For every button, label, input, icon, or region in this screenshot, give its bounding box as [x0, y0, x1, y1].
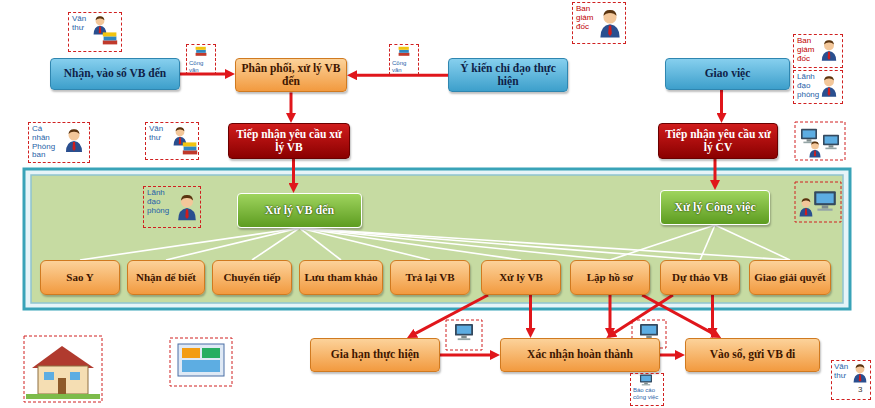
- node-text: Xử lý Công việc: [674, 201, 756, 215]
- role-label: Văn thư: [68, 12, 122, 52]
- flow-arrow: [529, 295, 532, 332]
- role-label: Cá nhân Phòng ban: [28, 122, 90, 163]
- role-label: Báo cáo công việc: [630, 373, 664, 406]
- node-text: Dự thảo VB: [672, 271, 728, 284]
- flow-arrow: [412, 295, 488, 335]
- process-box: Ý kiến chỉ đạo thực hiện: [448, 58, 568, 92]
- process-box: Phân phối, xử lý VB đến: [235, 58, 347, 92]
- node-text: Nhận, vào sổ VB đến: [64, 67, 166, 80]
- flow-arrow: [353, 74, 448, 77]
- process-box: Giao việc: [665, 58, 790, 90]
- role-label: Ban giám đốc: [572, 2, 626, 44]
- branch-line: [166, 228, 300, 260]
- label-text: Công văn: [189, 60, 214, 73]
- action-box: Xác nhận hoàn thành: [500, 338, 660, 372]
- label-text: 3: [858, 386, 862, 395]
- label-text: Lãnh đạo phòng: [147, 189, 172, 215]
- node-text: Nhận để biết: [136, 271, 196, 284]
- flow-arrow: [611, 295, 673, 335]
- action-box: Dự thảo VB: [660, 260, 740, 295]
- role-label: Lãnh đạo phòng: [793, 70, 843, 104]
- node-text: Ý kiến chỉ đạo thực hiện: [453, 62, 563, 88]
- flow-arrow: [660, 354, 679, 357]
- flow-arrow: [714, 159, 717, 184]
- role-label: Công văn: [389, 44, 419, 75]
- label-text: Công văn: [392, 60, 417, 73]
- node-text: Lập hồ sơ: [587, 271, 633, 284]
- node-text: Xử lý VB đến: [265, 204, 334, 218]
- branch-line: [610, 225, 715, 260]
- node-text: Chuyển tiếp: [223, 271, 280, 284]
- action-box: Chuyển tiếp: [212, 260, 292, 295]
- role-label: Văn thư: [145, 122, 199, 160]
- request-box: Tiếp nhận yêu cầu xử lý VB: [228, 123, 350, 159]
- label-text: Văn thư: [72, 15, 91, 33]
- flow-arrow: [290, 92, 293, 117]
- node-text: Xử lý VB: [499, 271, 543, 284]
- branch-line: [300, 228, 611, 260]
- flow-arrow: [609, 295, 612, 332]
- action-box: Trả lại VB: [390, 260, 470, 295]
- action-box: Nhận để biết: [127, 260, 205, 295]
- process-box: Nhận, vào sổ VB đến: [50, 58, 180, 90]
- node-text: Sao Y: [66, 271, 93, 284]
- node-text: Trả lại VB: [405, 271, 454, 284]
- node-text: Tiếp nhận yêu cầu xử lý VB: [233, 128, 345, 154]
- label-text: Ban giám đốc: [576, 5, 597, 31]
- branch-line: [80, 228, 300, 260]
- flow-arrow: [720, 90, 723, 117]
- action-box: Vào sổ, gửi VB đi: [685, 338, 820, 372]
- page-number: 3: [858, 386, 868, 398]
- handler-box: Xử lý VB đến: [237, 193, 362, 228]
- label-text: Ban giám đốc: [797, 37, 818, 63]
- role-label: Công văn: [186, 44, 216, 75]
- action-box: Gia hạn thực hiện: [310, 338, 440, 372]
- label-text: Văn thư: [149, 125, 170, 143]
- label-text: Cá nhân Phòng ban: [32, 125, 61, 160]
- node-text: Giao việc: [705, 67, 751, 80]
- role-label: Văn thư: [831, 360, 871, 400]
- label-text: Báo cáo công việc: [633, 387, 662, 400]
- node-text: Giao giải quyết: [754, 271, 826, 284]
- action-box: Lưu tham khảo: [299, 260, 383, 295]
- node-text: Gia hạn thực hiện: [331, 348, 419, 361]
- handler-box: Xử lý Công việc: [660, 190, 770, 225]
- node-text: Xác nhận hoàn thành: [527, 348, 633, 361]
- flow-arrow: [642, 295, 716, 335]
- node-text: Lưu tham khảo: [304, 271, 377, 284]
- flow-arrow: [292, 159, 295, 187]
- action-box: Xử lý VB: [481, 260, 561, 295]
- node-text: Phân phối, xử lý VB đến: [240, 62, 342, 88]
- flow-arrow: [711, 295, 714, 332]
- node-text: Tiếp nhận yêu cầu xử lý CV: [663, 128, 773, 154]
- action-box: Giao giải quyết: [749, 260, 831, 295]
- node-text: Vào sổ, gửi VB đi: [710, 348, 796, 361]
- branch-line: [300, 228, 522, 260]
- label-text: Lãnh đạo phòng: [797, 73, 819, 99]
- branch-line: [252, 228, 300, 260]
- flow-arrow: [440, 354, 494, 357]
- role-label: Ban giám đốc: [793, 34, 843, 68]
- request-box: Tiếp nhận yêu cầu xử lý CV: [658, 123, 778, 159]
- branch-line: [715, 225, 790, 260]
- action-box: Lập hồ sơ: [570, 260, 650, 295]
- branch-line: [300, 228, 791, 260]
- role-label: Lãnh đạo phòng: [143, 186, 201, 228]
- label-text: Văn thư: [834, 363, 850, 381]
- action-box: Sao Y: [40, 260, 120, 295]
- branch-line: [300, 228, 701, 260]
- branch-line: [700, 225, 715, 260]
